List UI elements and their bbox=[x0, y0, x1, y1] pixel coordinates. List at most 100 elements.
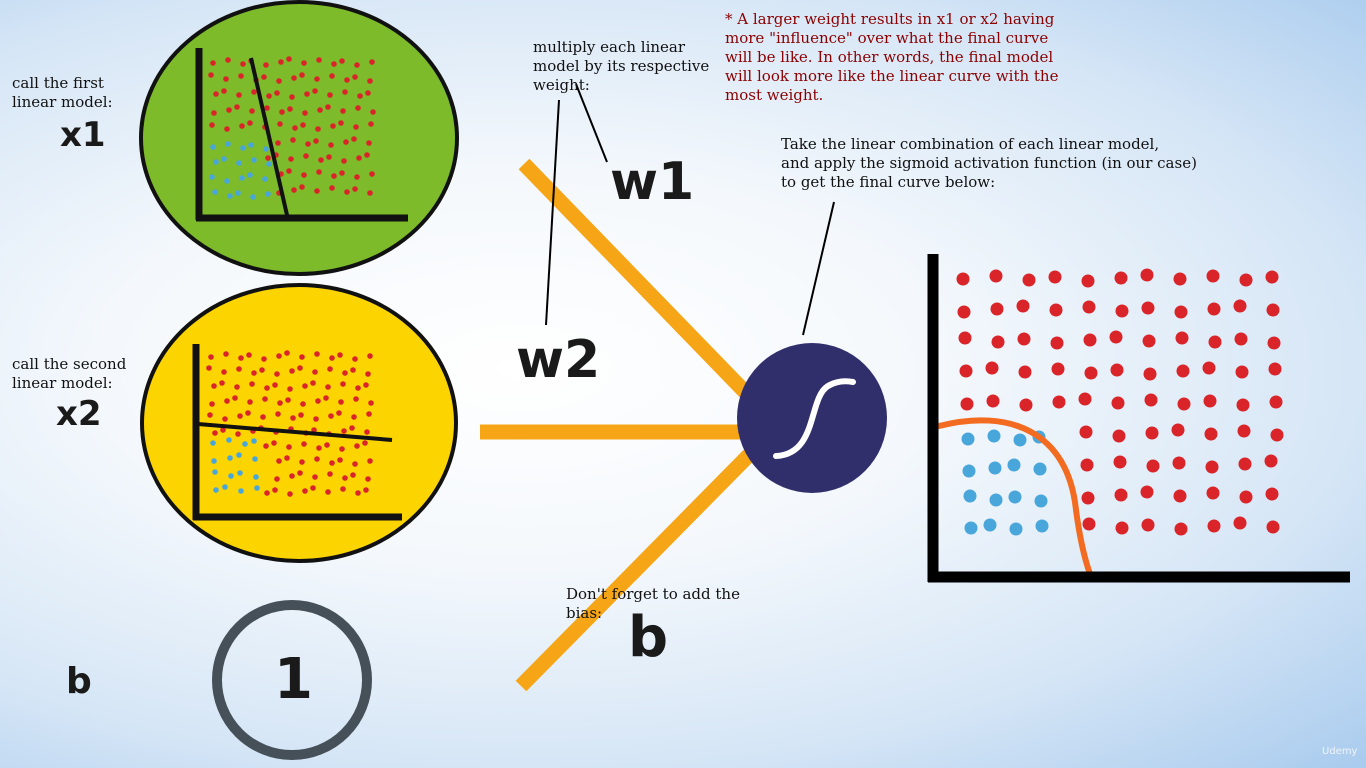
red-data-point bbox=[1022, 273, 1036, 287]
red-data-point bbox=[367, 190, 373, 196]
blue-data-point bbox=[252, 456, 258, 462]
red-data-point bbox=[329, 460, 335, 466]
blue-data-point bbox=[225, 141, 231, 147]
red-data-point bbox=[1174, 522, 1188, 536]
linear-combination-note: Take the linear combination of each line… bbox=[781, 135, 1197, 191]
red-data-point bbox=[234, 384, 240, 390]
blue-data-point bbox=[254, 485, 260, 491]
red-data-point bbox=[1266, 303, 1280, 317]
red-data-point bbox=[367, 458, 373, 464]
red-data-point bbox=[352, 74, 358, 80]
red-data-point bbox=[331, 173, 337, 179]
red-data-point bbox=[208, 72, 214, 78]
w1-label: w1 bbox=[610, 152, 695, 212]
second-model-caption: call the second linear model: bbox=[12, 355, 127, 392]
red-data-point bbox=[276, 353, 282, 359]
red-data-point bbox=[1048, 270, 1062, 284]
blue-data-point bbox=[237, 470, 243, 476]
blue-data-point bbox=[210, 144, 216, 150]
red-data-point bbox=[316, 57, 322, 63]
red-data-point bbox=[325, 384, 331, 390]
red-data-point bbox=[1266, 520, 1280, 534]
red-data-point bbox=[354, 443, 360, 449]
red-data-point bbox=[327, 92, 333, 98]
red-data-point bbox=[264, 105, 270, 111]
red-data-point bbox=[337, 457, 343, 463]
red-data-point bbox=[340, 381, 346, 387]
red-data-point bbox=[301, 172, 307, 178]
red-data-point bbox=[232, 395, 238, 401]
red-data-point bbox=[1080, 458, 1094, 472]
red-data-point bbox=[355, 105, 361, 111]
red-data-point bbox=[339, 446, 345, 452]
red-data-point bbox=[353, 124, 359, 130]
red-data-point bbox=[225, 57, 231, 63]
x1-blue-points bbox=[209, 141, 272, 200]
blue-data-point bbox=[212, 469, 218, 475]
red-data-point bbox=[1141, 518, 1155, 532]
red-data-point bbox=[315, 398, 321, 404]
red-data-point bbox=[355, 385, 361, 391]
red-data-point bbox=[1175, 331, 1189, 345]
red-data-point bbox=[328, 142, 334, 148]
red-data-point bbox=[262, 396, 268, 402]
edge-bias-to-output bbox=[515, 446, 758, 692]
red-data-point bbox=[958, 331, 972, 345]
red-data-point bbox=[1115, 521, 1129, 535]
red-data-point bbox=[1143, 367, 1157, 381]
red-data-point bbox=[260, 414, 266, 420]
red-data-point bbox=[264, 385, 270, 391]
red-data-point bbox=[208, 354, 214, 360]
red-data-point bbox=[354, 174, 360, 180]
blue-data-point bbox=[961, 432, 975, 446]
red-data-point bbox=[344, 77, 350, 83]
red-data-point bbox=[236, 366, 242, 372]
red-data-point bbox=[1236, 398, 1250, 412]
red-data-point bbox=[251, 370, 257, 376]
red-data-point bbox=[316, 169, 322, 175]
blue-data-point bbox=[242, 441, 248, 447]
red-data-point bbox=[353, 396, 359, 402]
red-data-point bbox=[356, 155, 362, 161]
red-data-point bbox=[365, 476, 371, 482]
red-data-point bbox=[357, 93, 363, 99]
blue-data-point bbox=[213, 487, 219, 493]
red-data-point bbox=[363, 382, 369, 388]
blue-data-point bbox=[266, 161, 272, 167]
pointer-line-sigmoid bbox=[802, 201, 835, 336]
blue-data-point bbox=[209, 174, 215, 180]
red-data-point bbox=[299, 354, 305, 360]
blue-data-point bbox=[987, 429, 1001, 443]
red-data-point bbox=[313, 138, 319, 144]
red-data-point bbox=[343, 139, 349, 145]
red-data-point bbox=[301, 441, 307, 447]
red-data-point bbox=[299, 72, 305, 78]
red-data-point bbox=[312, 88, 318, 94]
red-data-point bbox=[251, 89, 257, 95]
red-data-point bbox=[1144, 393, 1158, 407]
red-data-point bbox=[362, 440, 368, 446]
red-data-point bbox=[989, 269, 1003, 283]
x1-label: x1 bbox=[60, 115, 106, 155]
red-data-point bbox=[1083, 333, 1097, 347]
red-data-point bbox=[1265, 270, 1279, 284]
red-data-point bbox=[274, 90, 280, 96]
red-data-point bbox=[209, 401, 215, 407]
sigmoid-icon bbox=[773, 378, 856, 459]
blue-data-point bbox=[963, 489, 977, 503]
red-data-point bbox=[304, 91, 310, 97]
red-data-point bbox=[272, 382, 278, 388]
red-data-point bbox=[1114, 271, 1128, 285]
bias-note: Don't forget to add the bias: bbox=[566, 585, 740, 622]
red-data-point bbox=[287, 106, 293, 112]
red-data-point bbox=[351, 136, 357, 142]
red-data-point bbox=[300, 122, 306, 128]
red-data-point bbox=[278, 59, 284, 65]
red-data-point bbox=[1265, 487, 1279, 501]
red-data-point bbox=[246, 352, 252, 358]
red-data-point bbox=[314, 76, 320, 82]
red-data-point bbox=[1171, 423, 1185, 437]
red-data-point bbox=[1205, 460, 1219, 474]
red-data-point bbox=[221, 88, 227, 94]
red-data-point bbox=[286, 168, 292, 174]
